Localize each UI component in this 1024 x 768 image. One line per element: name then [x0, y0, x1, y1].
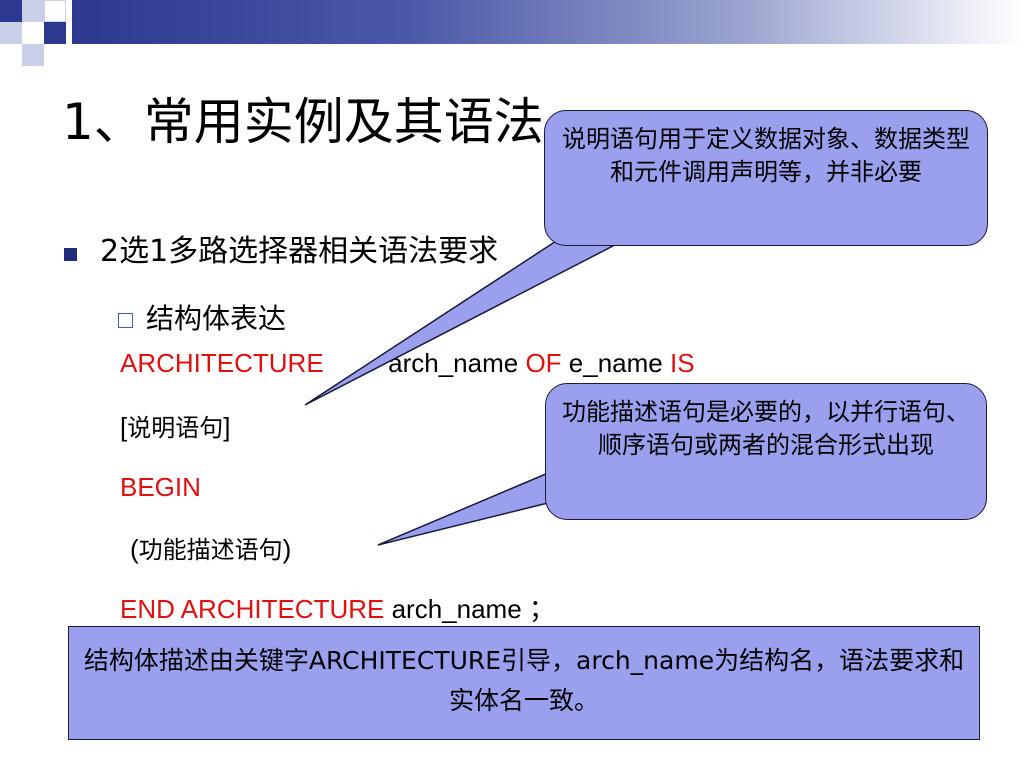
arch-name-end: arch_name [391, 594, 522, 624]
bullet-text: 2选1多路选择器相关语法要求 [100, 234, 499, 269]
keyword-is: IS [670, 348, 695, 378]
paren-open: ( [130, 534, 139, 564]
keyword-of: OF [525, 348, 562, 378]
code-line-end: END ARCHITECTURE arch_name ； [120, 592, 555, 626]
slide-title: 1、常用实例及其语法 [62, 93, 544, 151]
logo-square [44, 0, 66, 22]
semicolon: ； [528, 594, 555, 624]
keyword-architecture: ARCHITECTURE [120, 348, 324, 378]
callout-functional: 功能描述语句是必要的，以并行语句、顺序语句或两者的混合形式出现 [545, 383, 987, 520]
header-band [72, 0, 1024, 44]
code-line-declaration: [说明语句] [120, 410, 230, 445]
logo-square [22, 22, 44, 44]
entity-name: e_name [568, 348, 663, 378]
bullet-square-icon [64, 248, 77, 261]
logo-square [0, 22, 22, 44]
keyword-end-architecture: END ARCHITECTURE [120, 594, 385, 624]
paren-close: ) [282, 534, 292, 564]
callout-declaration: 说明语句用于定义数据对象、数据类型和元件调用声明等，并非必要 [544, 110, 988, 246]
sub-bullet-text: 结构体表达 [146, 302, 287, 335]
code-line-functional: (功能描述语句) [130, 532, 291, 567]
bracket-close: ] [223, 412, 231, 442]
logo-square [0, 0, 22, 22]
pointer-declaration [304, 231, 641, 406]
arch-name: arch_name [388, 348, 519, 378]
functional-text: 功能描述语句 [138, 536, 283, 564]
code-line-architecture: ARCHITECTURE arch_name OF e_name IS [120, 346, 695, 380]
bracket-open: [ [120, 412, 128, 442]
pointer-functional [377, 466, 561, 546]
callout-architecture: 结构体描述由关键字ARCHITECTURE引导，arch_name为结构名，语法… [68, 626, 980, 740]
bullet-box-icon [118, 313, 133, 328]
keyword-begin: BEGIN [120, 472, 201, 502]
declaration-text: 说明语句 [127, 414, 224, 442]
logo-square [22, 44, 44, 66]
logo-square [22, 0, 44, 22]
logo-square [44, 22, 66, 44]
